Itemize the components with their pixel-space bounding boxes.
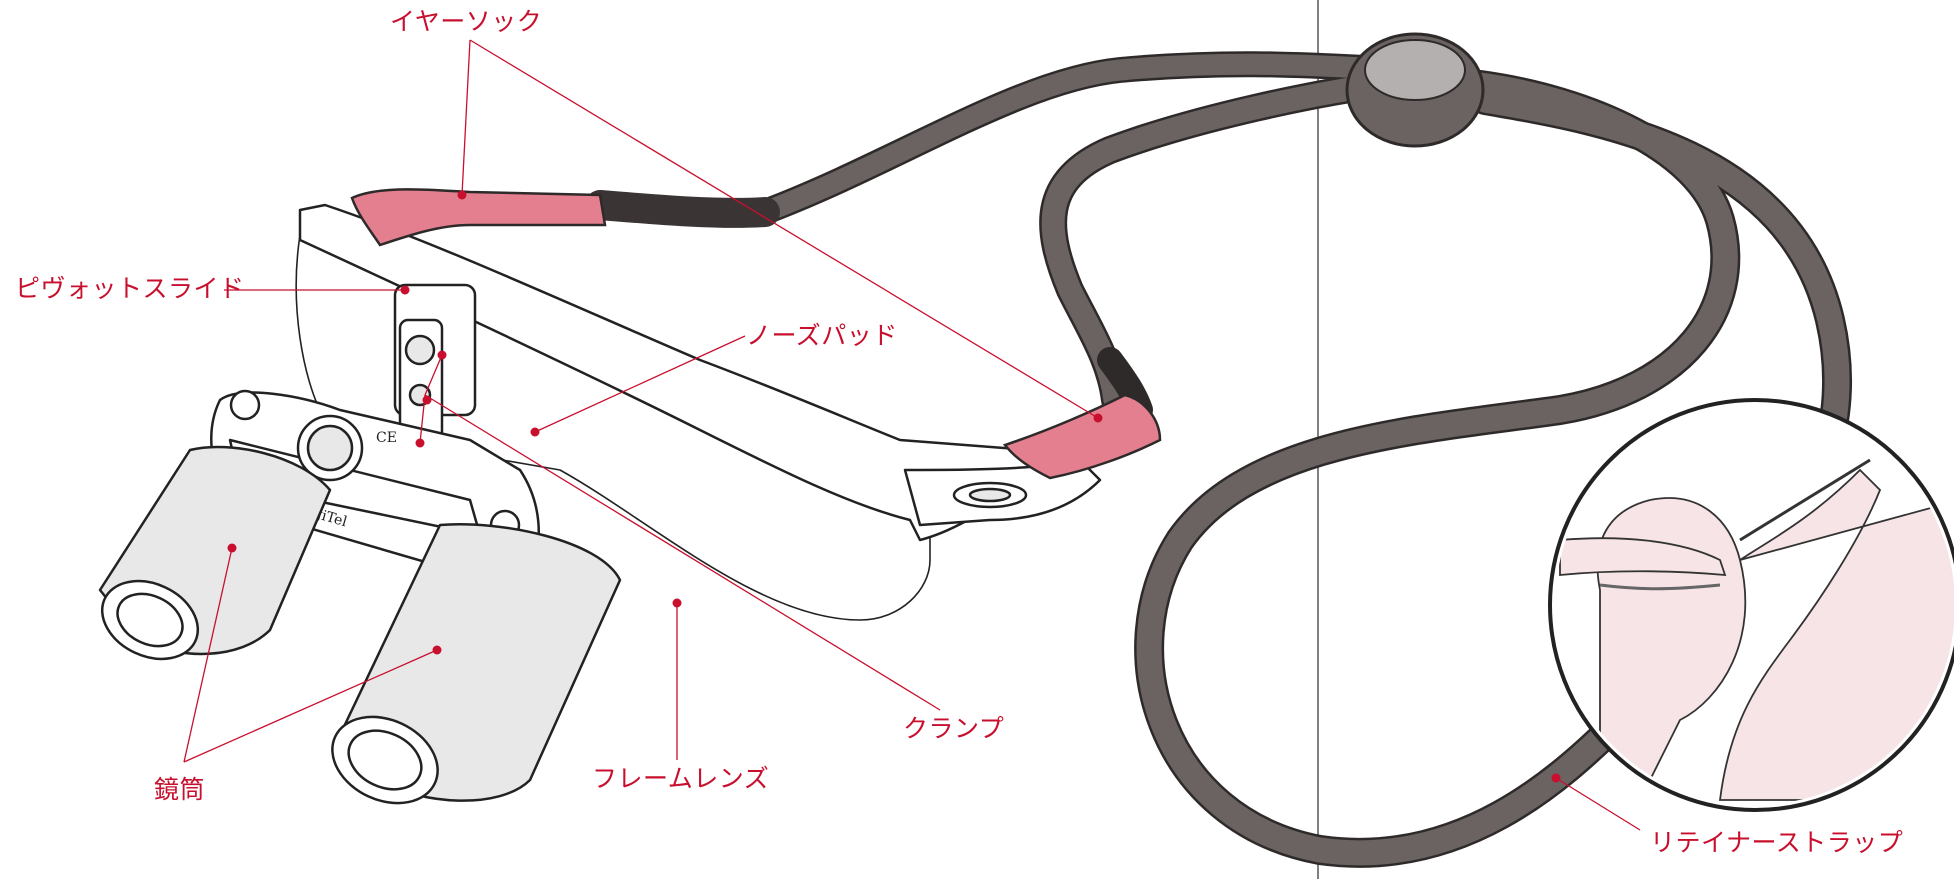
ear-sock-dot <box>458 191 467 200</box>
label-frame-lens: フレームレンズ <box>592 766 769 791</box>
frame-lens-dot <box>673 599 682 608</box>
pivot-slide-dot <box>401 286 410 295</box>
label-ear-sock: イヤーソック <box>390 9 542 34</box>
label-pivot-slide: ピヴォットスライド <box>15 276 245 301</box>
label-barrel: 鏡筒 <box>154 777 205 802</box>
label-clamp: クランプ <box>903 716 1004 741</box>
ce-mark: CE <box>376 430 397 446</box>
retainer-strap-dot <box>1552 774 1561 783</box>
nose-pad-dot <box>531 428 540 437</box>
label-retainer-strap: リテイナーストラップ <box>1650 830 1903 855</box>
ear-sock-dot-2 <box>1094 414 1103 423</box>
clamp-dot-1 <box>438 351 447 360</box>
usage-inset <box>1550 400 1954 810</box>
barrel-dot-1 <box>228 544 237 553</box>
label-nose-pad: ノーズパッド <box>746 323 898 348</box>
barrel-dot-2 <box>433 646 442 655</box>
clamp-dot-2 <box>423 396 432 405</box>
clamp-dot-3 <box>416 439 425 448</box>
strap-adjuster <box>1347 34 1483 146</box>
